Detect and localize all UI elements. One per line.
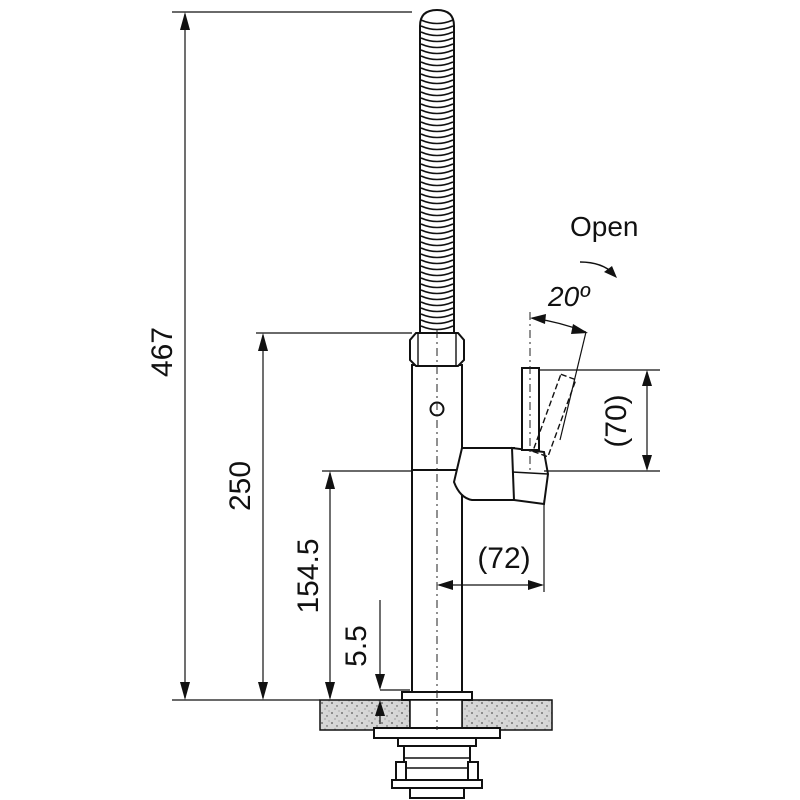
countertop xyxy=(319,699,553,731)
dimension-handle-reach: (72) xyxy=(437,542,544,590)
dimension-body-height: 250 xyxy=(224,333,268,700)
dimension-deck-gap: 5.5 xyxy=(340,600,385,724)
spiral-spout xyxy=(419,8,455,334)
dimension-handle-height: 154.5 xyxy=(292,471,335,700)
centerlines xyxy=(436,312,531,730)
dim-handle-rise-label: (70) xyxy=(600,394,633,447)
dimension-handle-rise: (70) xyxy=(600,370,652,471)
angle-label: 20º xyxy=(547,281,591,312)
dim-handle-height-label: 154.5 xyxy=(292,538,325,613)
extension-lines xyxy=(172,11,660,701)
dim-body-height-label: 250 xyxy=(224,461,257,511)
dim-handle-reach-label: (72) xyxy=(477,542,530,575)
dim-total-height-label: 467 xyxy=(146,327,179,377)
lever-handle xyxy=(452,367,577,506)
dimension-total-height: 467 xyxy=(146,12,190,700)
open-label: Open xyxy=(570,211,639,242)
dim-deck-gap-label: 5.5 xyxy=(340,625,373,667)
open-angle-indicator: 20º Open xyxy=(530,211,639,441)
mounting-hardware xyxy=(373,691,501,799)
